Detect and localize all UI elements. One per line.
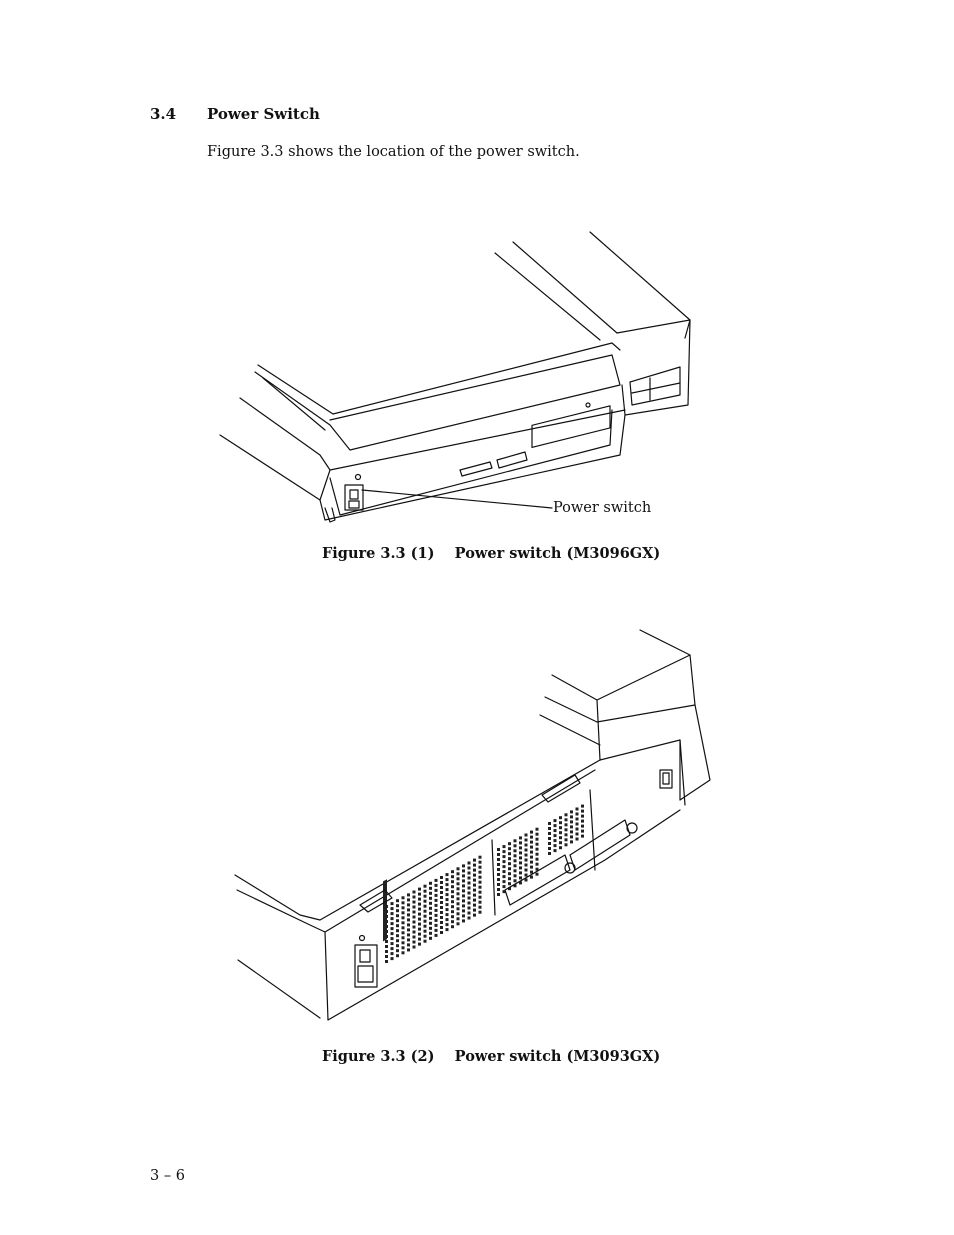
power-switch-right [659, 769, 673, 789]
cover-edge [539, 714, 601, 746]
section-number: 3.4 [150, 105, 177, 123]
front-face [324, 931, 329, 1021]
connector [459, 461, 493, 477]
figure-m3093gx-illustration [234, 629, 711, 1021]
figure-caption-2: Figure 3.3 (2) Power switch (M3093GX) [322, 1048, 661, 1065]
figure-caption-1: Figure 3.3 (1) Power switch (M3096GX) [322, 545, 661, 562]
cover-edge [544, 696, 696, 723]
cover-edge [512, 241, 618, 334]
cover-front [262, 377, 326, 431]
vent-grille-pattern [385, 804, 584, 963]
page-number: 3 – 6 [150, 1168, 185, 1184]
base-body [219, 409, 626, 501]
connector-long [504, 854, 571, 906]
front-face [237, 959, 321, 1019]
cover-front [257, 342, 621, 415]
cover-edge [551, 654, 691, 701]
side-housing [599, 704, 711, 801]
cover-edge [494, 252, 601, 341]
section-title: Power Switch [207, 105, 320, 123]
body-edge [236, 769, 596, 933]
power-switch-box [354, 944, 378, 988]
side-block [629, 366, 681, 406]
connector [496, 451, 528, 469]
cover-edge [639, 629, 696, 706]
figure-m3096gx-illustration: Power switch [219, 231, 691, 523]
intro-paragraph: Figure 3.3 shows the location of the pow… [207, 144, 580, 160]
callout-leader [361, 489, 553, 509]
rear-panel [329, 409, 613, 516]
body-edge [234, 759, 601, 921]
power-switch-box [344, 484, 364, 511]
base-body [239, 397, 331, 471]
power-switch-callout: Power switch [553, 500, 651, 516]
front-face [327, 809, 681, 1021]
base-body [319, 414, 626, 521]
side-block [616, 319, 691, 416]
cover-front [254, 354, 621, 451]
